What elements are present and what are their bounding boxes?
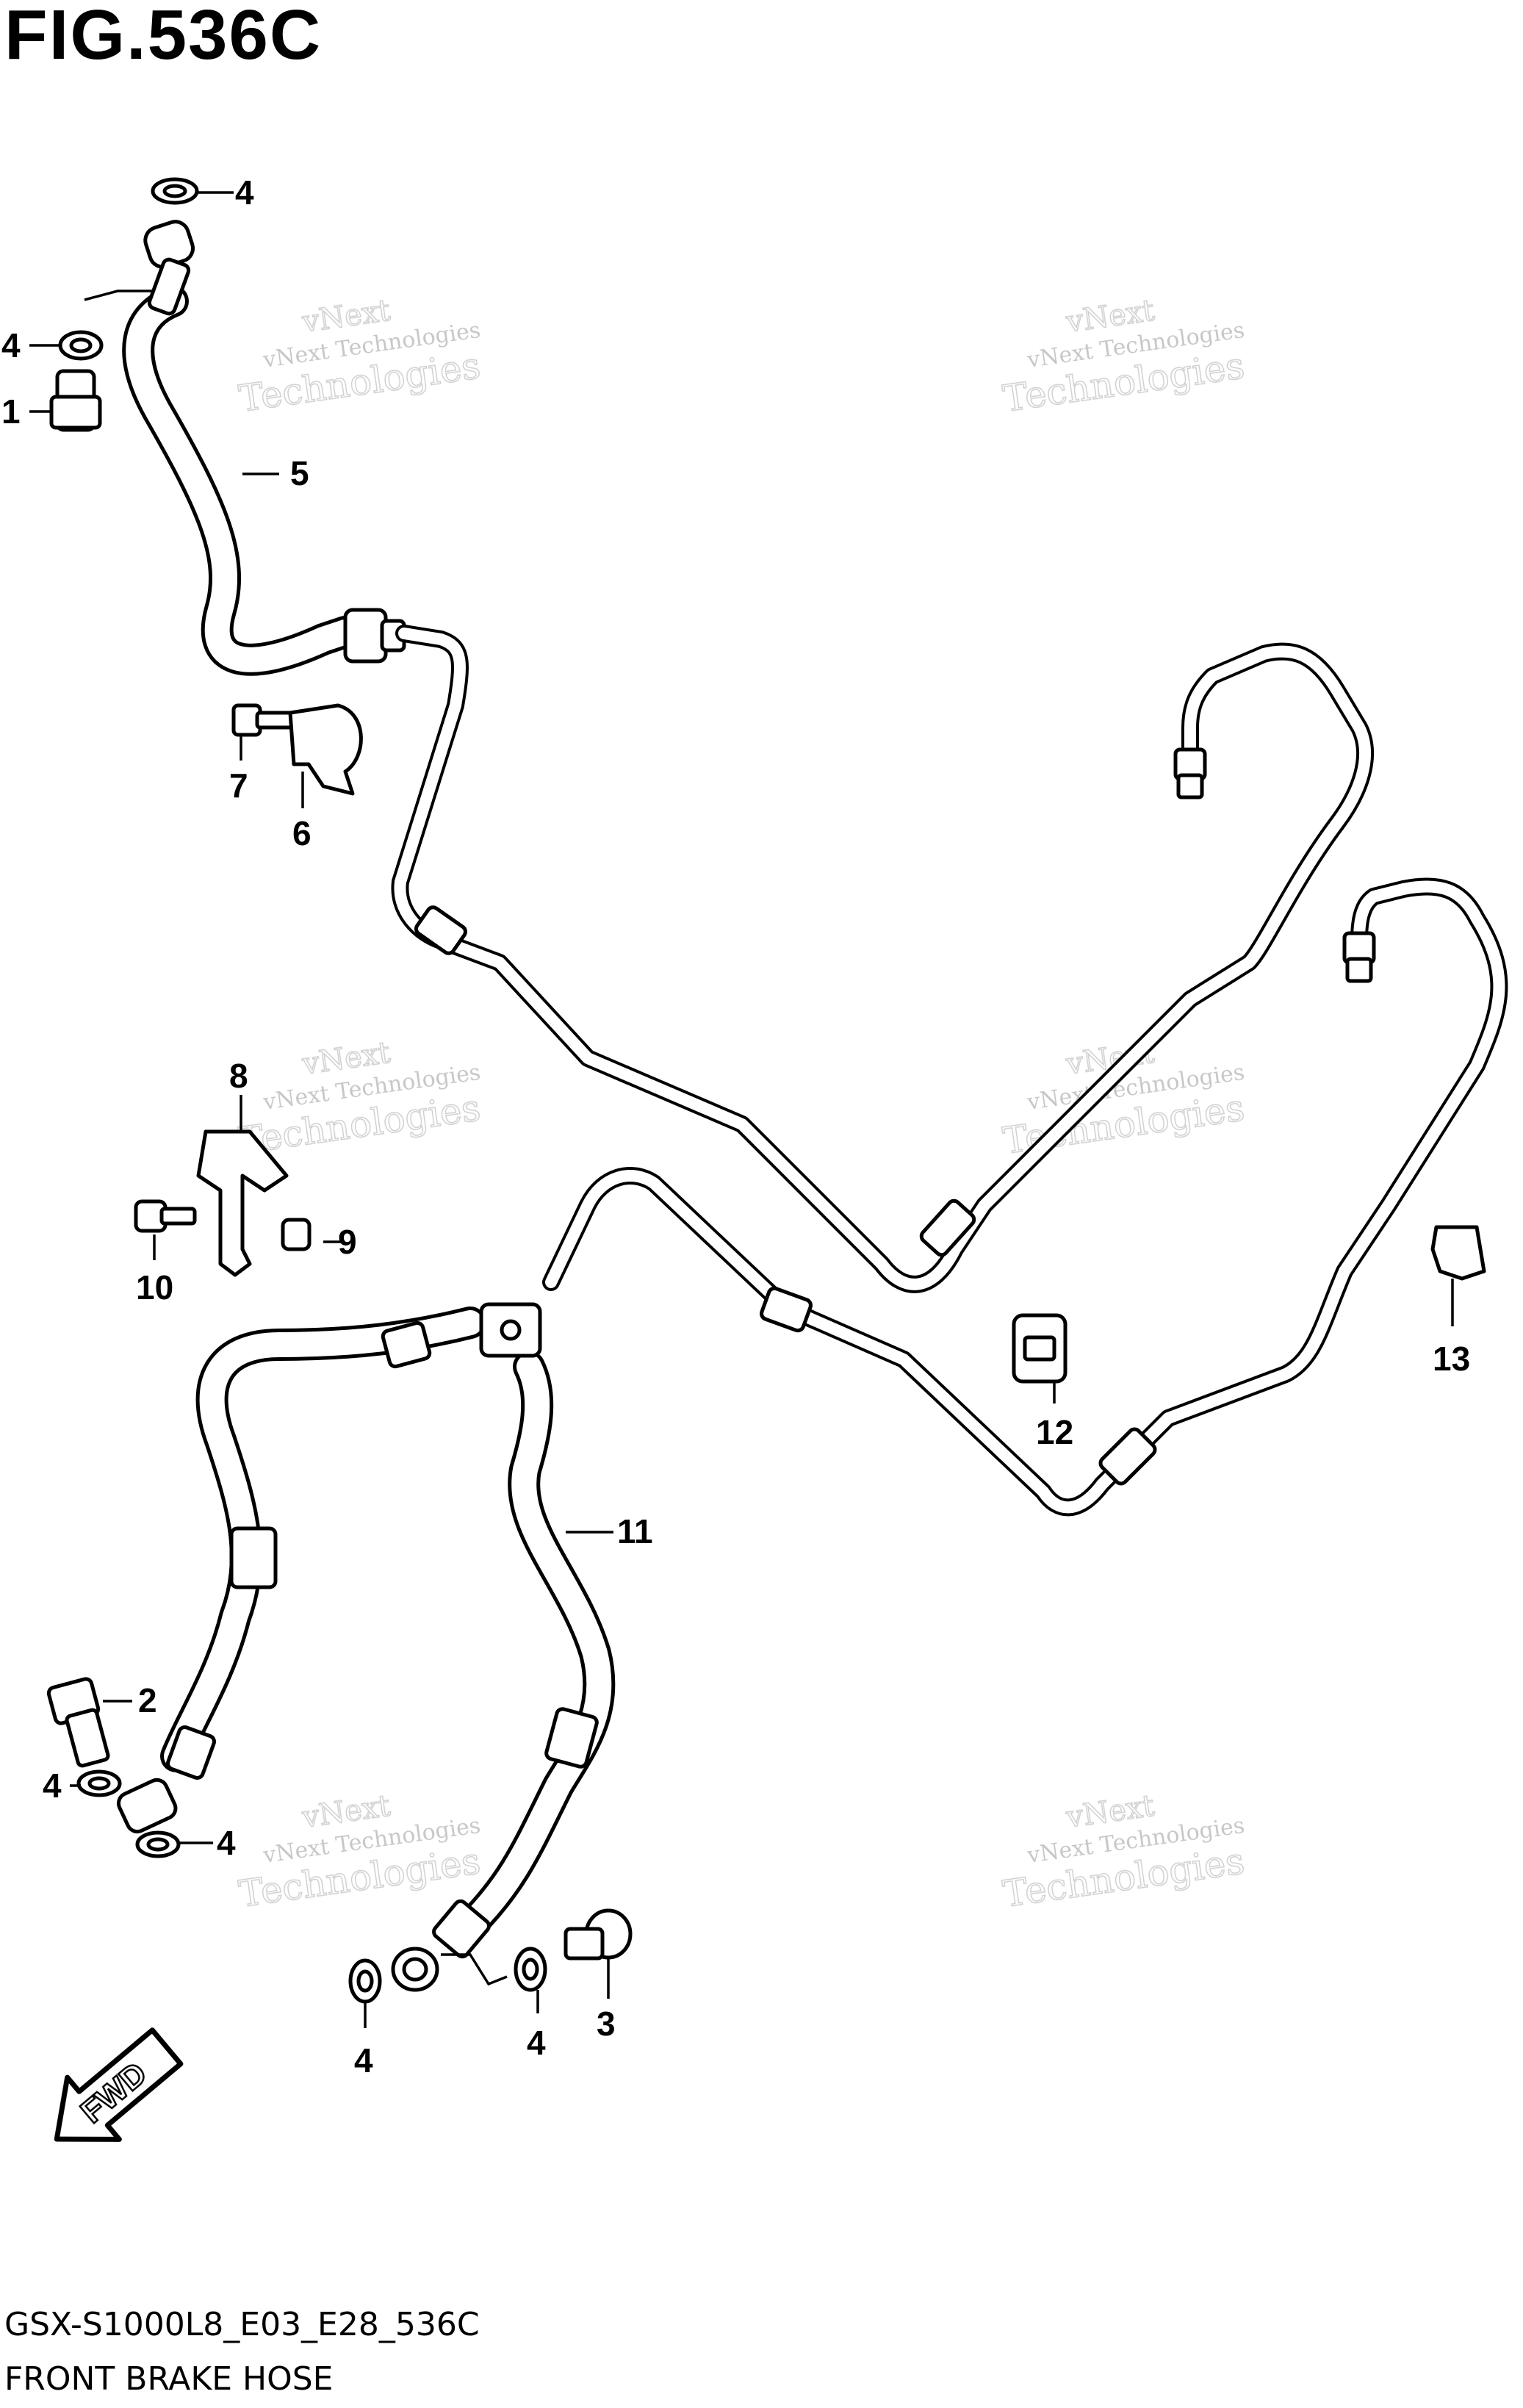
callout-4-top: 4 — [235, 173, 254, 212]
callout-10: 10 — [136, 1268, 173, 1307]
callout-8: 8 — [229, 1057, 248, 1095]
callout-4-bottom-right: 4 — [527, 2024, 546, 2062]
bracket-8 — [196, 1129, 289, 1277]
callout-12: 12 — [1036, 1413, 1073, 1451]
callout-13: 13 — [1433, 1340, 1470, 1378]
watermark-4: vNext Technologies vNext Technologies — [1000, 1035, 1247, 1163]
watermark-1: vNext Technologies vNext Technologies — [236, 293, 483, 421]
callout-4-left-lower: 4 — [43, 1767, 62, 1805]
callout-2: 2 — [138, 1681, 157, 1719]
callout-3: 3 — [597, 2005, 616, 2043]
upper-brake-hose — [122, 220, 406, 676]
figure-code: GSX-S1000L8_E03_E28_536C — [4, 2306, 480, 2343]
callout-4-bottom-left: 4 — [354, 2041, 373, 2080]
figure-name: FRONT BRAKE HOSE — [4, 2360, 334, 2398]
callout-9: 9 — [338, 1223, 357, 1261]
callout-5: 5 — [290, 454, 309, 492]
callout-7: 7 — [229, 766, 248, 805]
callout-11: 11 — [617, 1512, 653, 1550]
fwd-arrow-icon: FWD — [54, 2027, 184, 2142]
callout-4-mid-lower: 4 — [217, 1824, 236, 1862]
pipe-clamp-13 — [1430, 1225, 1486, 1281]
lower-brake-hoses — [116, 1302, 616, 1992]
watermark-6: vNext Technologies vNext Technologies — [1000, 1789, 1247, 1916]
watermark-3: vNext Technologies vNext Technologies — [236, 1035, 483, 1163]
main-brake-pipe — [391, 625, 1374, 1293]
callout-4-upper-left: 4 — [1, 326, 21, 364]
figure-title: FIG.536C — [4, 0, 323, 74]
bolt-9 — [281, 1218, 312, 1251]
callout-labels: 4 4 1 5 7 6 8 9 10 11 12 13 2 4 4 4 4 3 — [1, 173, 1470, 2080]
hardware — [46, 177, 1486, 2004]
watermark-5: vNext Technologies vNext Technologies — [236, 1789, 483, 1916]
left-caliper-banjo — [116, 1778, 178, 1834]
upper-hose-joint-fitting — [343, 608, 388, 664]
leader-lines — [29, 191, 1454, 2028]
secondary-brake-pipe — [542, 877, 1508, 1517]
callout-6: 6 — [292, 814, 312, 852]
callout-1: 1 — [1, 392, 21, 431]
watermark-2: vNext Technologies vNext Technologies — [1000, 293, 1247, 421]
hose-clamp-6 — [288, 703, 363, 796]
